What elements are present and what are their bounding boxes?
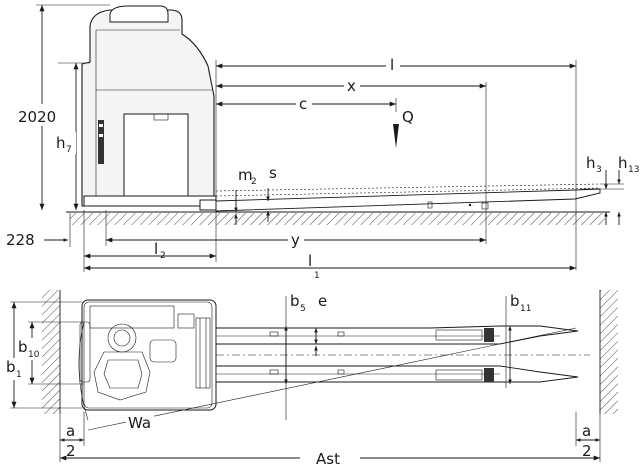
label-l1: l	[308, 252, 312, 270]
dim-Wa-line	[87, 327, 577, 431]
label-h3-sub: 3	[596, 165, 602, 175]
label-e: e	[318, 292, 327, 310]
label-h7-sub: 7	[66, 145, 72, 155]
label-2-right: 2	[582, 442, 592, 460]
label-228: 228	[6, 231, 35, 249]
label-a-left: a	[66, 422, 75, 440]
fork-side	[215, 183, 601, 212]
label-2-left: 2	[66, 442, 76, 460]
label-b1-sub: 1	[16, 370, 22, 380]
load-arrow	[393, 124, 399, 148]
label-b10: b	[18, 338, 28, 356]
label-b11: b	[510, 292, 520, 310]
forks-top	[215, 325, 579, 383]
label-m2: m	[238, 166, 253, 184]
label-c: c	[299, 95, 307, 113]
label-m2-sub: 2	[251, 177, 257, 187]
right-wall	[600, 290, 618, 414]
label-s: s	[269, 164, 277, 182]
labels: 2020 h 7 m 2 s h 3 h 13 l x c Q 228 y l …	[6, 56, 639, 468]
label-b1: b	[6, 358, 16, 376]
side-view	[36, 4, 624, 272]
label-Q: Q	[402, 108, 414, 126]
label-l: l	[390, 56, 394, 74]
label-l2: l	[154, 240, 158, 258]
label-l1-sub: 1	[314, 271, 320, 281]
label-b5: b	[290, 292, 300, 310]
label-Wa: Wa	[128, 414, 151, 432]
label-a-right: a	[582, 422, 591, 440]
label-b10-sub: 10	[28, 350, 40, 360]
label-h7: h	[56, 134, 66, 152]
label-h13: h	[618, 154, 628, 172]
label-2020: 2020	[18, 108, 56, 126]
left-wall	[42, 290, 60, 414]
top-view	[10, 290, 618, 468]
label-b11-sub: 11	[520, 304, 531, 314]
label-y: y	[291, 231, 300, 249]
truck-top	[79, 299, 217, 411]
label-Ast: Ast	[316, 450, 340, 468]
label-x: x	[347, 77, 356, 95]
ground-hatch	[70, 213, 605, 225]
label-l2-sub: 2	[160, 251, 166, 261]
truck-side	[81, 5, 217, 211]
label-b5-sub: 5	[300, 304, 306, 314]
label-h13-sub: 13	[628, 165, 639, 175]
label-h3: h	[586, 154, 596, 172]
